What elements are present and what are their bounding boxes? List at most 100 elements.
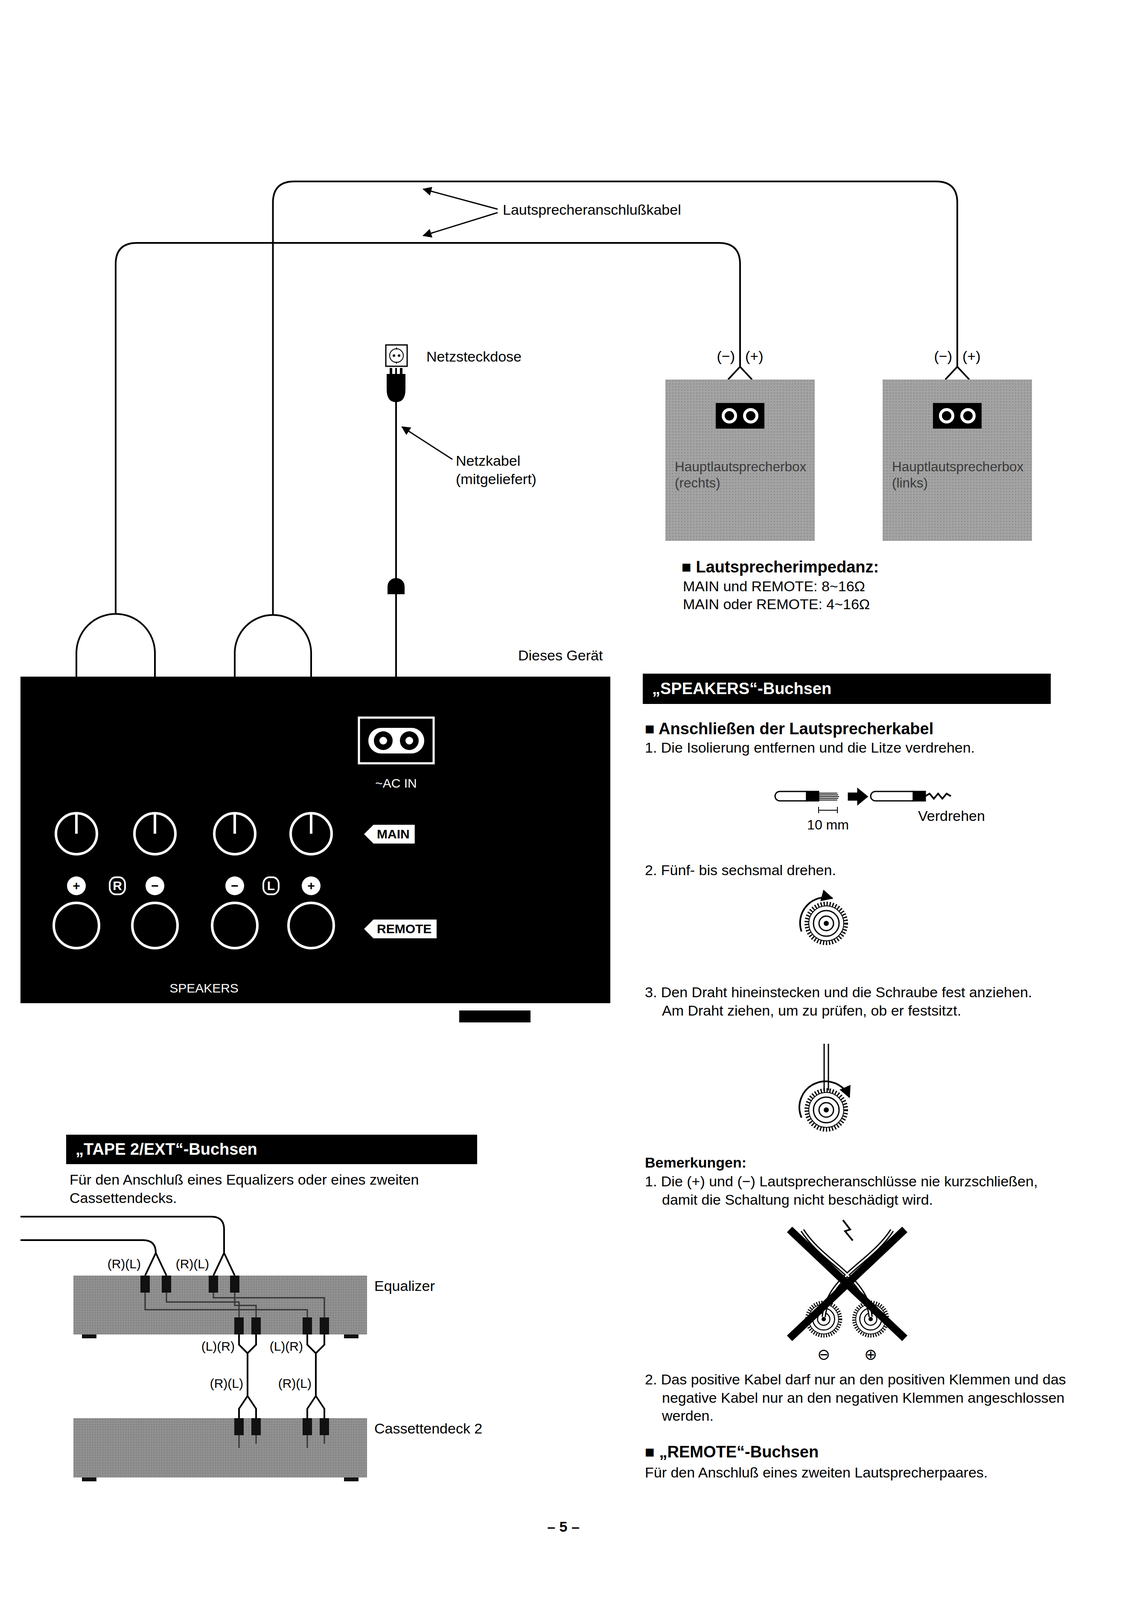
section-band: „TAPE 2/EXT“-Buchsen [66,1134,478,1164]
text-label: 2. Fünf- bis sechsmal drehen. [644,860,837,880]
equalizer-jacks [73,1275,368,1335]
speaker-terminal [960,408,976,424]
speaker-terminal [941,411,952,421]
text-label: Für den Anschluß eines zweiten Lautsprec… [644,1463,988,1482]
power-plug [389,367,393,375]
wire-strip-figure [913,791,926,801]
text-label: Verdrehen [918,806,986,825]
panel-controls [75,813,78,834]
equalizer-jacks [208,1275,219,1293]
jack-tag: MAIN [364,824,415,844]
panel-controls [379,736,388,745]
text-label: (R)(L) [107,1255,141,1272]
speaker-terminal [938,408,955,424]
binding-post-wire-figure [799,1043,850,1130]
equalizer-jacks [343,1334,359,1338]
deck-jacks [343,1477,359,1481]
equalizer-jacks [81,1275,359,1338]
equalizer-jacks [81,1334,97,1338]
panel-controls [309,813,313,834]
panel-controls [288,902,334,948]
text-label: (+) [745,346,764,366]
short-circuit-figure [789,1219,905,1338]
text-label: 3. Den Draht hineinstecken und die Schra… [644,982,1055,1020]
leader-line [402,426,453,460]
speaker-terminal [746,411,756,421]
wire-strip-figure [775,791,807,801]
rear-panel: ~AC IN MAIN REMOTE SPEAKERS [20,676,611,1003]
jack-tag: REMOTE [364,919,437,939]
text-label: (+) [962,346,981,366]
node-label: „TAPE 2/EXT“-Buchsen [75,1139,258,1160]
equalizer-unit: Equalizer [73,1275,368,1335]
equalizer-jacks [161,1275,172,1293]
section-band: „SPEAKERS“-Buchsen [642,673,1051,704]
binding-post-figure [800,897,833,932]
wire-strip-figure [818,792,840,800]
node-label: Netzsteckdose [426,347,522,366]
cable-connector [234,181,970,677]
equalizer-jacks [230,1275,240,1293]
wire-strip-figure [925,793,951,799]
text-label: (−) [934,346,953,366]
outlet-icon [389,348,404,363]
cable-connector [239,1334,325,1418]
node-label: Hauptlautsprecherbox (rechts) [674,458,808,492]
node-label: SPEAKERS [169,980,239,996]
speaker-terminal [743,408,759,424]
text-label: (R)(L) [175,1255,210,1272]
speaker-terminal [721,408,738,424]
text-label: 10 mm [807,816,849,834]
deck-jacks [251,1417,261,1435]
cassette-deck: Cassettendeck 2 [73,1417,368,1478]
speaker-terminal [715,402,765,429]
panel-foot [459,1010,531,1023]
speaker-terminal [724,411,735,421]
node-label: ~AC IN [375,775,417,791]
panel-controls [212,902,258,948]
equalizer-jacks [251,1317,261,1335]
panel-controls [405,736,414,745]
terminal-polarity: + [67,876,86,895]
text-label: (R)(L) [278,1375,312,1392]
text-label: (L)(R) [269,1337,304,1355]
leader-line [402,189,498,460]
node-label: Hauptlautsprecherbox (links) [891,458,1025,492]
power-plug [386,367,406,595]
panel-controls [53,813,334,948]
cable-connector [395,367,397,677]
terminal-polarity: R [108,876,126,895]
panel-controls [233,813,237,834]
panel-controls [134,813,176,855]
deck-jacks [302,1417,312,1435]
page-number: – 5 – [547,1517,580,1536]
terminal-polarity: − [225,876,245,895]
panel-controls [290,813,332,855]
outlet-icon [397,354,401,357]
text-label: 1. Die Isolierung entfernen und die Litz… [644,738,975,757]
text-label: (R)(L) [209,1375,244,1392]
equalizer-jacks [140,1275,150,1293]
equalizer-jacks [319,1317,330,1335]
outlet-icon [392,354,396,357]
speaker-box: Hauptlautsprecherbox (rechts) [665,379,815,541]
power-plug [387,577,405,595]
deck-jacks [234,1417,244,1435]
deck-jacks [81,1417,359,1481]
equalizer-jacks [234,1317,244,1335]
speaker-box: Hauptlautsprecherbox (links) [882,379,1032,541]
text-label: Dieses Gerät [518,646,603,665]
outlet-icon [396,347,397,364]
short-circuit-figure [802,1230,892,1317]
terminal-polarity: − [145,876,165,895]
panel-controls [132,902,178,948]
text-label: Bemerkungen: [644,1153,747,1172]
terminal-polarity: + [301,876,321,895]
text-label: Für den Anschluß eines Equalizers oder e… [69,1170,480,1207]
wall-outlet: Netzsteckdose [384,343,525,368]
speaker-terminal [932,402,982,429]
text-label: (−) [717,346,736,366]
panel-controls [399,731,419,750]
